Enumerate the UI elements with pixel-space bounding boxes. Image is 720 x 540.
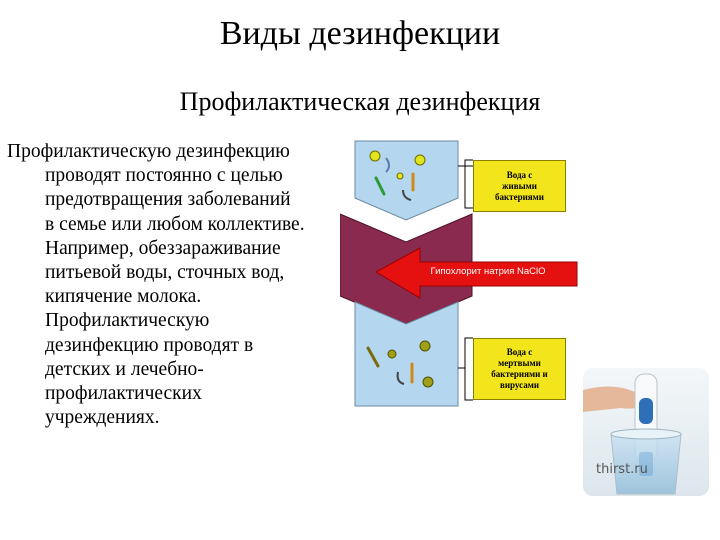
body-text: Профилактическую дезинфекцию проводят по…	[7, 140, 352, 430]
label-live-water: Вода с живыми бактериями	[473, 160, 566, 212]
chemical-arrow	[374, 247, 578, 299]
bracket-top	[464, 159, 473, 209]
filter-pen-photo	[583, 368, 709, 496]
dead-bacteria	[366, 340, 434, 388]
photo-watermark: thirst.ru	[596, 462, 648, 477]
slide-title: Виды дезинфекции	[219, 15, 501, 52]
pipe-top	[354, 140, 459, 221]
bracket-bottom	[464, 337, 473, 401]
body-line: Профилактическую дезинфекцию проводят по…	[7, 141, 305, 429]
disinfection-diagram	[340, 140, 578, 407]
live-bacteria	[369, 150, 426, 201]
slide-subtitle: Профилактическая дезинфекция	[179, 87, 541, 116]
pen-in-glass-illustration	[583, 368, 709, 496]
arrow-label: Гипохлорит натрия NaClO	[430, 266, 546, 277]
label-dead-water: Вода с мертвыми бактериями и вирусами	[473, 338, 566, 400]
